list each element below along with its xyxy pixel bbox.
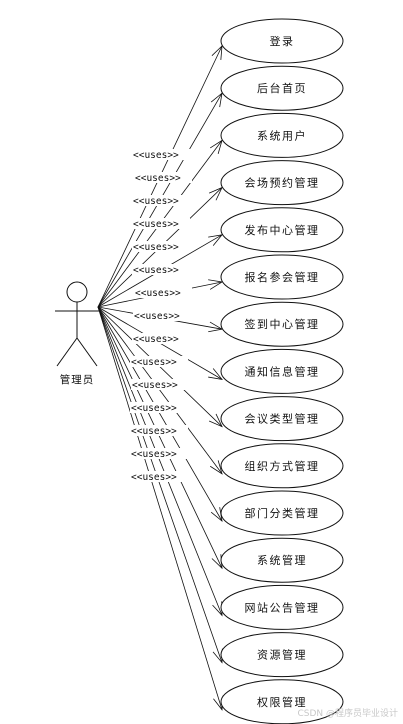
arrowhead-icon [211,554,223,570]
use-case-label: 后台首页 [257,81,307,95]
stereotype-label: <<uses>> [132,380,178,391]
stereotype-label: <<uses>> [133,219,179,230]
use-case-ellipse [220,396,344,442]
use-case-ellipse [220,112,344,158]
use-case-label: 登录 [270,34,295,48]
stereotype-label: <<uses>> [133,334,179,345]
use-case-label: 系统管理 [257,553,307,567]
use-case-label: 资源管理 [257,648,307,662]
actor-label: 管理员 [60,373,95,386]
use-case-ellipse [220,207,344,253]
stereotype-label-bg [132,218,190,229]
arrowhead-icon [211,44,223,60]
stereotype-label-bg [132,333,190,344]
use-case: 网站公告管理 [220,584,344,630]
use-cases: 登录后台首页系统用户会场预约管理发布中心管理报名参会管理签到中心管理通知信息管理… [220,18,344,724]
stereotype-label-bg [130,402,188,413]
use-case-label: 组织方式管理 [245,459,320,473]
stereotype-label: <<uses>> [131,357,177,368]
stereotype-label: <<uses>> [133,242,179,253]
stereotype-label-bg [134,172,192,183]
arrowhead-icon [210,460,223,475]
stereotype-label-bg [134,287,192,298]
watermark: CSDN @程序员毕业设计 [297,707,398,719]
association-lines [97,44,224,711]
use-case: 权限管理 [220,679,344,724]
use-case-ellipse [220,18,344,64]
use-case-ellipse [220,443,344,489]
stereotype-labels: <<uses>> <<uses>> <<uses>> <<uses>> <<uses>>… [130,149,192,483]
stereotype-label: <<uses>> [135,173,181,184]
use-case: 通知信息管理 [220,348,344,394]
use-case-ellipse [220,584,344,630]
stereotype-label: <<uses>> [133,150,179,161]
use-case: 系统管理 [220,537,344,583]
association-line [97,306,223,475]
stereotype-label-bg [132,149,190,160]
use-case-label: 会场预约管理 [245,176,320,190]
use-case: 资源管理 [220,632,344,678]
stereotype-label-bg [132,195,190,206]
stereotype-label-bg [130,471,188,482]
association-line [97,306,223,710]
use-case-ellipse [220,301,344,347]
use-case-label: 发布中心管理 [245,223,320,237]
use-case-ellipse [220,160,344,206]
stereotype-label-bg [132,264,190,275]
use-case: 后台首页 [220,65,344,111]
stereotype-label-bg [130,356,188,367]
use-case-label: 网站公告管理 [245,600,320,614]
use-case: 系统用户 [220,112,344,158]
stereotype-label: <<uses>> [133,196,179,207]
stereotype-label-bg [133,310,191,321]
actor: 管理员 [55,281,99,386]
use-case: 发布中心管理 [220,207,344,253]
use-case-ellipse [220,65,344,111]
stereotype-label-bg [131,379,189,390]
actor-stick-figure-icon [55,281,99,367]
use-case: 报名参会管理 [220,254,344,300]
use-case-label: 权限管理 [257,695,307,709]
association-line [97,306,223,522]
stereotype-label: <<uses>> [131,403,177,414]
stereotype-label: <<uses>> [131,472,177,483]
stereotype-label-bg [130,448,188,459]
use-case-label: 部门分类管理 [245,506,320,520]
use-case-label: 系统用户 [257,128,307,142]
stereotype-label: <<uses>> [133,265,179,276]
use-case: 登录 [220,18,344,64]
stereotype-label: <<uses>> [131,426,177,437]
use-case-ellipse [220,490,344,536]
use-case: 组织方式管理 [220,443,344,489]
use-case-ellipse [220,632,344,678]
stereotype-label: <<uses>> [134,311,180,322]
use-case: 会场预约管理 [220,160,344,206]
association-line [97,306,223,616]
stereotype-label-bg [132,241,190,252]
use-case-label: 通知信息管理 [245,364,320,378]
use-case-label: 会议类型管理 [245,412,320,426]
use-case-label: 报名参会管理 [245,270,320,284]
use-case-ellipse [220,348,344,394]
stereotype-label-bg [130,425,188,436]
use-case: 会议类型管理 [220,396,344,442]
use-case: 签到中心管理 [220,301,344,347]
stereotype-label: <<uses>> [135,288,181,299]
association-line [97,306,223,569]
use-case: 部门分类管理 [220,490,344,536]
association-line [97,306,223,663]
arrowhead-icon [210,507,223,522]
arrowhead-icon [208,368,223,380]
use-case-label: 签到中心管理 [245,317,320,331]
use-case-ellipse [220,254,344,300]
use-case-ellipse [220,537,344,583]
stereotype-label: <<uses>> [131,449,177,460]
arrowhead-icon [208,413,223,428]
